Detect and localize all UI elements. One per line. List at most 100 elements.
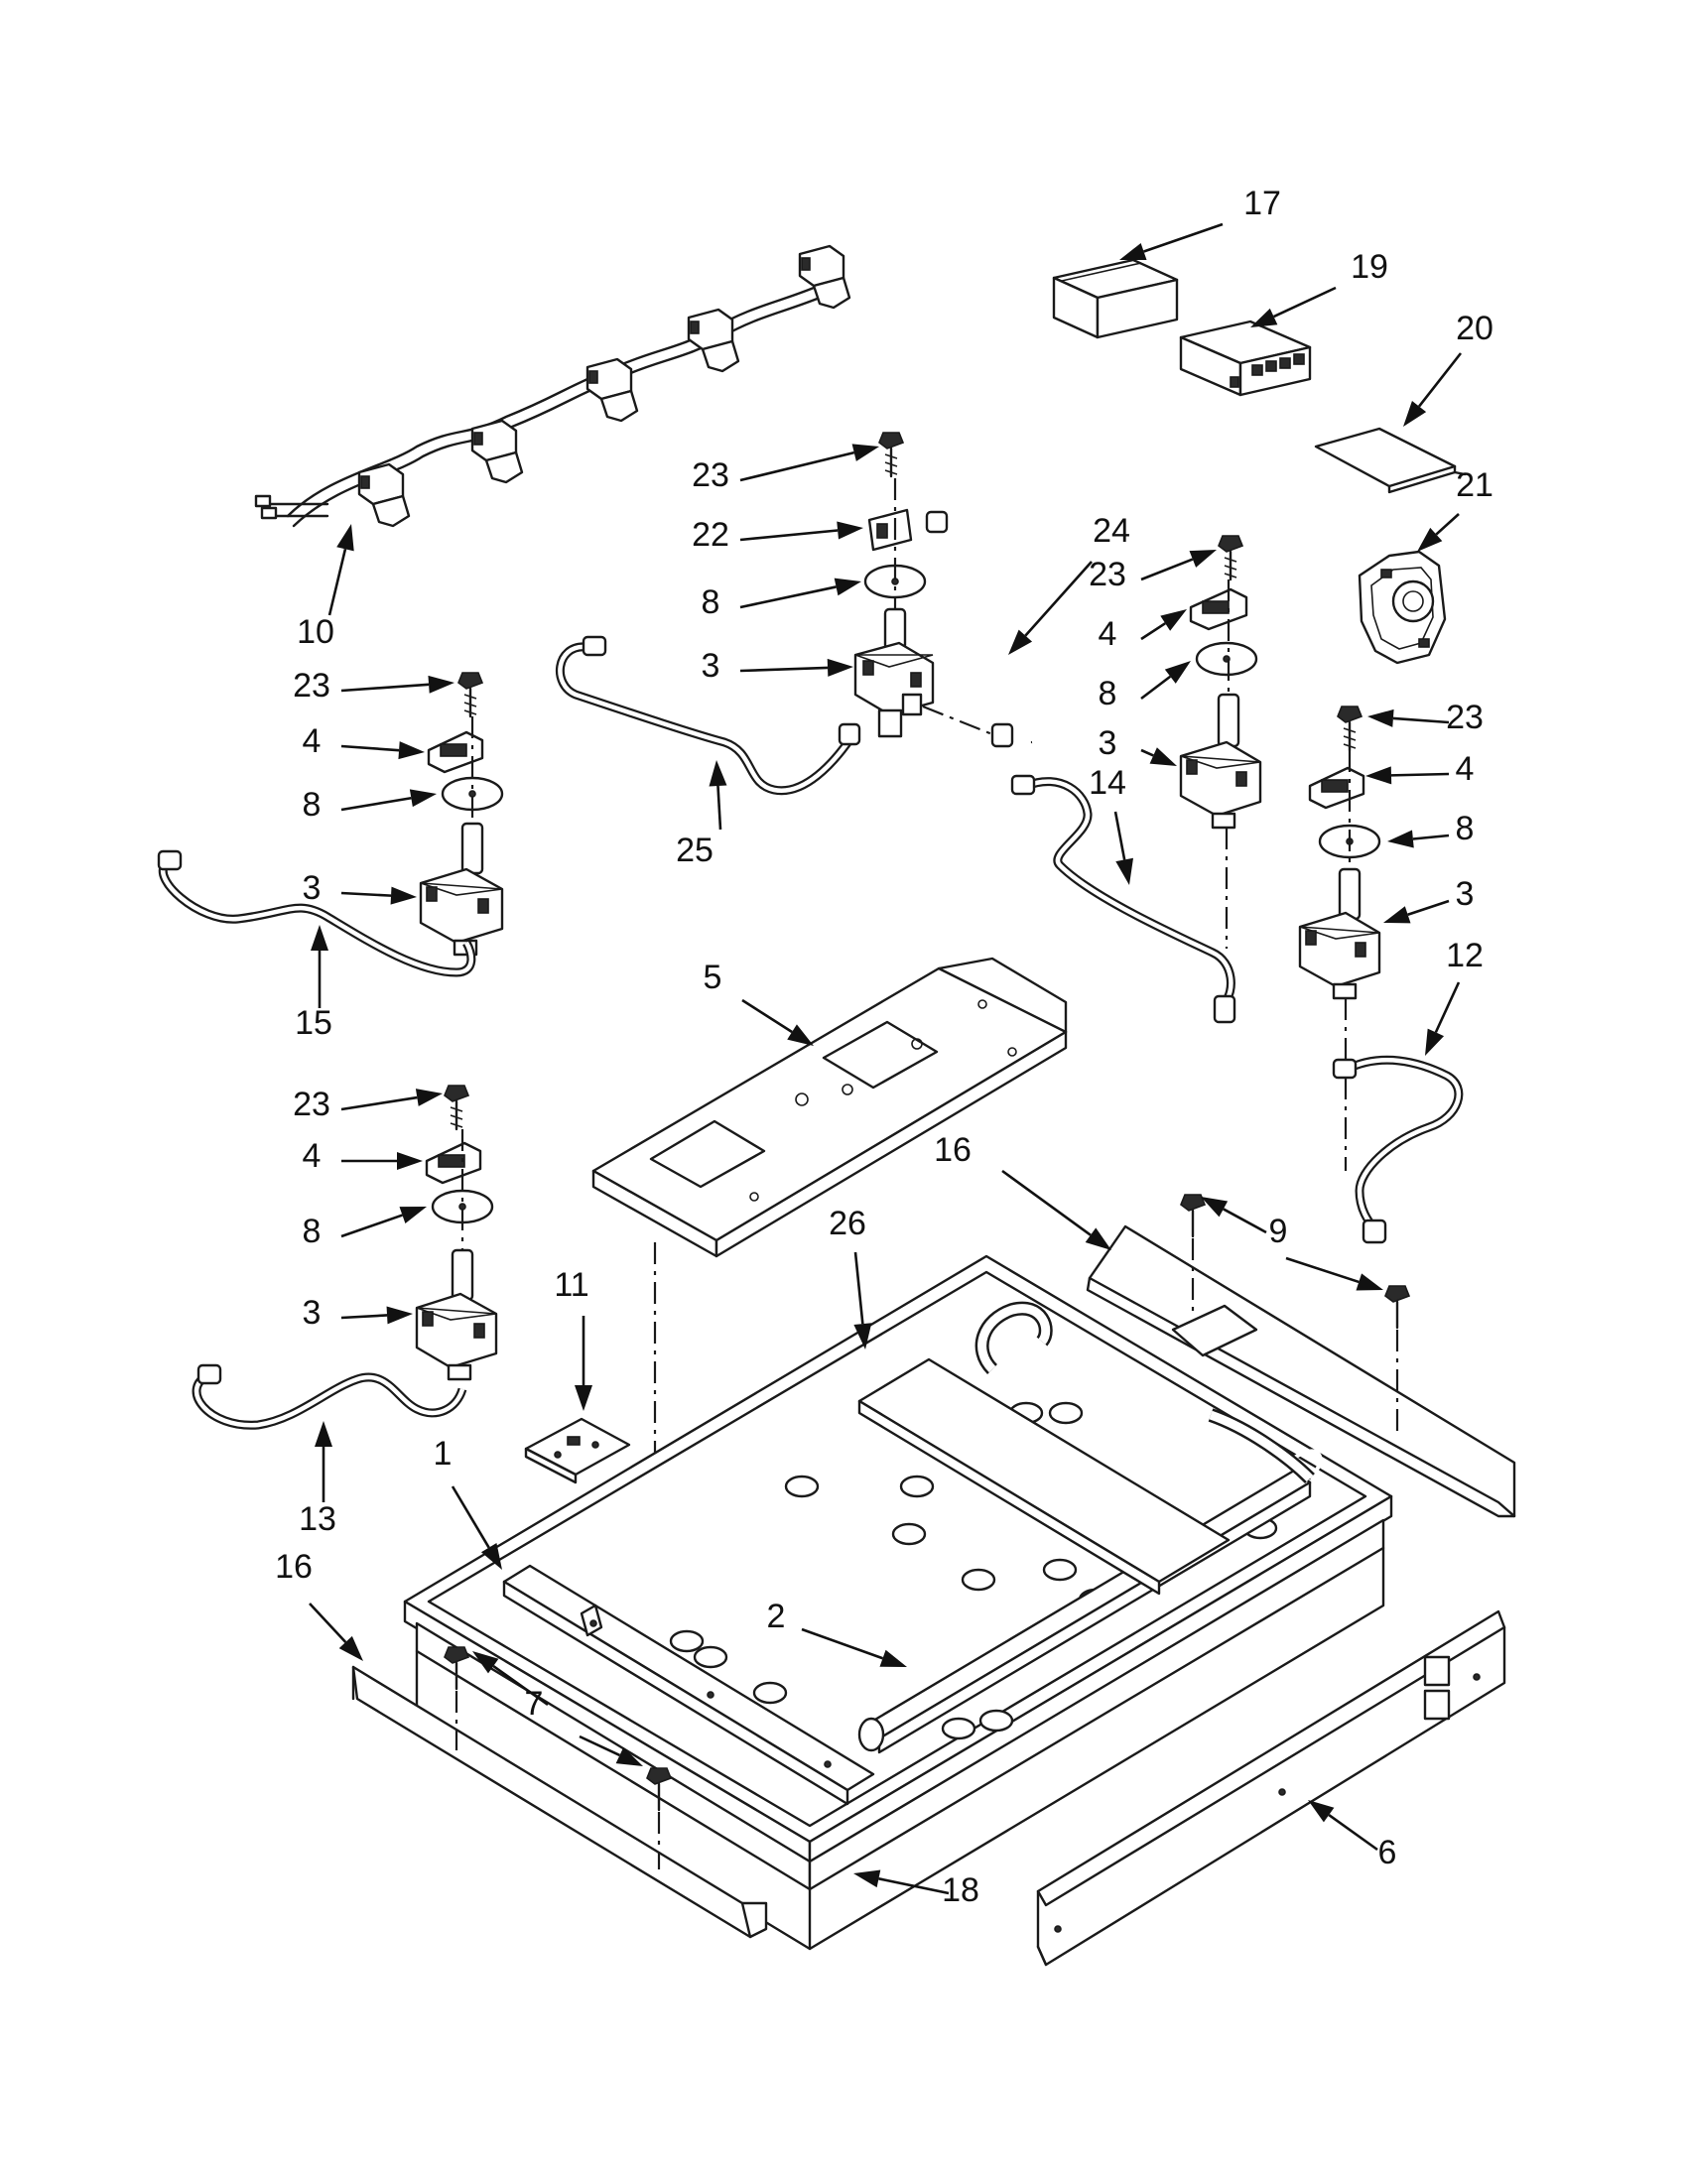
callout-label: 8 — [1456, 810, 1475, 847]
callout-c23b: 23 — [1089, 556, 1126, 593]
callout-label: 23 — [692, 456, 729, 494]
screw-far-right — [1337, 706, 1363, 752]
callout-label: 4 — [303, 722, 322, 760]
leader-line — [1435, 513, 1460, 536]
part-6 — [1036, 1609, 1506, 1967]
leader-line — [1143, 222, 1224, 253]
callout-label: 3 — [1099, 724, 1117, 762]
leader-line — [739, 585, 837, 609]
valve-left-upper — [419, 822, 504, 957]
arrowhead — [851, 444, 879, 461]
callout-label: 25 — [676, 832, 714, 869]
callout-label: 8 — [1099, 675, 1117, 712]
arrowhead — [1365, 766, 1392, 785]
leader-line — [741, 998, 793, 1034]
arrowhead — [827, 658, 853, 677]
callout-label: 15 — [295, 1004, 332, 1042]
part-11 — [524, 1417, 631, 1484]
callout-label: 22 — [692, 516, 729, 554]
callout-label: 20 — [1456, 310, 1493, 347]
callout-c23e: 23 — [293, 1086, 330, 1123]
callout-label: 23 — [293, 1086, 330, 1123]
arrowhead — [1308, 1800, 1335, 1823]
part-1 — [502, 1564, 875, 1806]
arrowhead — [837, 521, 863, 540]
arrowhead — [853, 1869, 881, 1888]
arrowhead — [1115, 857, 1134, 885]
leader-line — [340, 1314, 388, 1320]
callout-c8b: 8 — [1099, 675, 1117, 712]
callout-c13: 13 — [299, 1500, 336, 1538]
bracket-left-upper — [427, 730, 484, 774]
callout-c8c: 8 — [303, 786, 322, 824]
callout-c15: 15 — [295, 1004, 332, 1042]
leader-line — [492, 1664, 549, 1707]
callout-label: 23 — [1089, 556, 1126, 593]
callout-c3e: 3 — [303, 1294, 322, 1332]
callout-c14: 14 — [1089, 764, 1126, 802]
arrowhead — [409, 789, 437, 808]
callout-c18: 18 — [942, 1871, 979, 1909]
part-22 — [867, 508, 913, 552]
arrowhead — [472, 1651, 499, 1674]
arrowhead — [1119, 242, 1147, 260]
callout-c4d: 4 — [303, 1137, 322, 1175]
callout-c16b: 16 — [275, 1548, 313, 1586]
arrowhead — [709, 760, 727, 787]
callout-label: 11 — [554, 1266, 588, 1304]
leader-line — [340, 683, 430, 693]
arrowhead — [1164, 661, 1191, 684]
part-10 — [254, 244, 851, 528]
arrowhead — [315, 1421, 332, 1447]
leader-line — [739, 450, 855, 482]
leader-line — [340, 1095, 418, 1111]
arrowhead — [879, 1649, 907, 1667]
part-19 — [1179, 320, 1312, 397]
rear-manifold — [857, 1301, 1315, 1596]
arrowhead — [480, 1543, 502, 1570]
callout-c3c: 3 — [303, 869, 322, 907]
callout-label: 23 — [293, 667, 330, 705]
part-5 — [591, 957, 1068, 1258]
screw-left-upper — [457, 672, 484, 718]
callout-label: 3 — [702, 647, 720, 685]
callout-c1: 1 — [434, 1435, 453, 1473]
callout-label: 9 — [1269, 1213, 1288, 1250]
part-17 — [1052, 258, 1179, 339]
callout-c12: 12 — [1446, 937, 1484, 974]
arrowhead — [1250, 308, 1278, 327]
callout-label: 24 — [1093, 512, 1130, 550]
callout-c24: 24 — [1093, 512, 1130, 550]
arrowhead — [853, 1323, 872, 1349]
callout-label: 7 — [525, 1685, 544, 1723]
arrowhead — [1425, 1028, 1445, 1056]
part-18 — [415, 1518, 1385, 1951]
arrowhead — [428, 675, 454, 694]
callout-c26: 26 — [829, 1205, 866, 1242]
leader-line — [340, 891, 392, 897]
callout-label: 16 — [934, 1131, 972, 1169]
part-26 — [403, 1254, 1393, 1863]
callout-label: 14 — [1089, 764, 1126, 802]
callout-label: 1 — [434, 1435, 453, 1473]
arrowhead — [1383, 906, 1411, 924]
callout-c23c: 23 — [293, 667, 330, 705]
callout-label: 16 — [275, 1548, 313, 1586]
arrowhead — [338, 1635, 363, 1661]
leader-line — [451, 1485, 490, 1549]
callout-label: 4 — [1456, 750, 1475, 788]
arrowhead — [399, 1207, 427, 1224]
leader-line — [340, 744, 400, 752]
part-12 — [1332, 1055, 1464, 1244]
arrowhead — [1387, 830, 1414, 848]
part-25 — [556, 635, 861, 796]
part-20 — [1314, 427, 1467, 494]
leader-line — [1328, 1814, 1378, 1852]
arrowhead — [1201, 1197, 1229, 1218]
arrowhead — [1160, 609, 1187, 631]
callout-label: 18 — [942, 1871, 979, 1909]
callout-label: 5 — [704, 959, 722, 996]
arrowhead — [1417, 527, 1443, 552]
callout-c11: 11 — [554, 1266, 588, 1304]
callout-c20: 20 — [1456, 310, 1493, 347]
